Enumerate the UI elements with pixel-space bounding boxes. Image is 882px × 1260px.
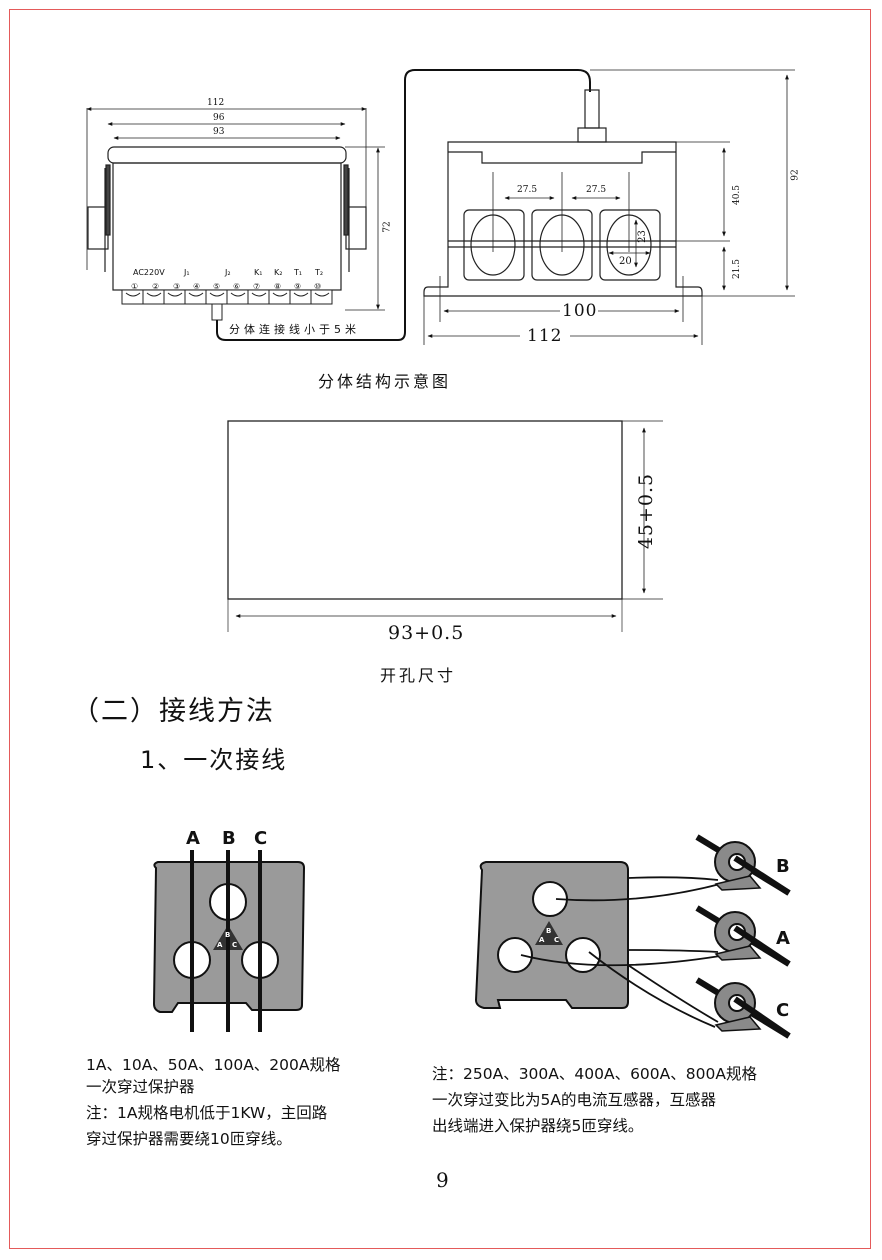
terminal-label-k1: K₁	[254, 268, 263, 277]
sensor-outline	[423, 89, 703, 297]
dim-sensor-width: 112	[527, 326, 563, 346]
dim-overall-width: 112	[207, 98, 225, 108]
terminal-label-t2: T₂	[315, 268, 324, 277]
terminal-number: ⑨	[294, 282, 302, 291]
left-note-line: 1A、10A、50A、100A、200A规格	[86, 1056, 341, 1074]
controller-outline	[87, 146, 367, 291]
terminal-number: ④	[193, 282, 201, 291]
cutout-height-label: 45+0.5	[635, 472, 658, 550]
dim-hole-width: 20	[619, 256, 632, 267]
terminal-label-j2: J₂	[225, 268, 231, 277]
terminal-number: ②	[152, 282, 160, 291]
current-transformer-c	[695, 977, 791, 1039]
ct-label-a: A	[776, 928, 790, 949]
terminal-number: ⑩	[314, 282, 322, 291]
triangle-label-b: B	[225, 931, 231, 939]
terminal-number: ⑥	[233, 282, 241, 291]
cutout-drawing	[227, 420, 663, 632]
terminal-label-j1: J₁	[184, 268, 190, 277]
cutout-caption: 开孔尺寸	[380, 666, 457, 685]
triangle-label-a: A	[539, 936, 545, 944]
triangle-label-b: B	[546, 927, 552, 935]
cutout-width-label: 93+0.5	[388, 622, 465, 644]
cable-length-note: 分体连接线小于5米	[229, 323, 360, 336]
dim-body-width: 93	[213, 127, 225, 137]
left-note-line: 注：1A规格电机低于1KW，主回路	[86, 1104, 328, 1122]
terminal-number: ⑧	[274, 282, 282, 291]
section-subtitle: 1、一次接线	[140, 746, 288, 774]
current-transformer-a	[695, 905, 791, 967]
left-note-line: 穿过保护器需要绕10匝穿线。	[86, 1130, 292, 1148]
ct-label-b: B	[776, 856, 790, 877]
current-transformer-b	[695, 834, 791, 896]
ct-label-c: C	[776, 1000, 790, 1021]
right-note-line: 一次穿过变比为5A的电流互感器，互感器	[432, 1091, 716, 1109]
terminal-label-t1: T₁	[294, 268, 303, 277]
dim-controller-height: 72	[382, 221, 393, 233]
dim-bezel-width: 96	[213, 113, 225, 123]
section-title: （二）接线方法	[72, 696, 275, 727]
right-note-line: 注：250A、300A、400A、600A、800A规格	[432, 1065, 757, 1083]
dim-lower-height: 21.5	[732, 258, 743, 280]
terminal-label-ac220v: AC220V	[133, 268, 165, 277]
dim-upper-height: 40.5	[732, 184, 743, 206]
page-number: 9	[436, 1168, 449, 1192]
dim-mount-spacing: 100	[562, 301, 598, 321]
dim-hole-height: 23	[636, 230, 648, 243]
split-cable	[216, 69, 591, 341]
left-note-line: 一次穿过保护器	[86, 1078, 195, 1096]
phase-label-b: B	[222, 828, 236, 849]
right-note-line: 出线端进入保护器绕5匝穿线。	[432, 1117, 644, 1135]
terminal-number: ⑦	[253, 282, 261, 291]
wiring-diagram-ct	[474, 834, 791, 1039]
terminal-number: ①	[131, 282, 139, 291]
dim-hole-pitch-1: 27.5	[517, 185, 538, 195]
terminal-label-k2: K₂	[274, 268, 283, 277]
dim-hole-pitch-2: 27.5	[586, 185, 607, 195]
terminal-block	[121, 289, 333, 321]
terminal-number: ⑤	[213, 282, 221, 291]
phase-label-c: C	[254, 828, 268, 849]
terminal-number: ③	[173, 282, 181, 291]
triangle-label-a: A	[217, 941, 223, 949]
dim-total-height: 92	[790, 169, 801, 181]
wiring-diagram-direct	[152, 850, 306, 1032]
triangle-label-c: C	[554, 936, 560, 944]
page-border	[9, 9, 871, 1249]
phase-label-a: A	[186, 828, 200, 849]
triangle-label-c: C	[232, 941, 238, 949]
split-diagram-caption: 分体结构示意图	[318, 372, 452, 391]
